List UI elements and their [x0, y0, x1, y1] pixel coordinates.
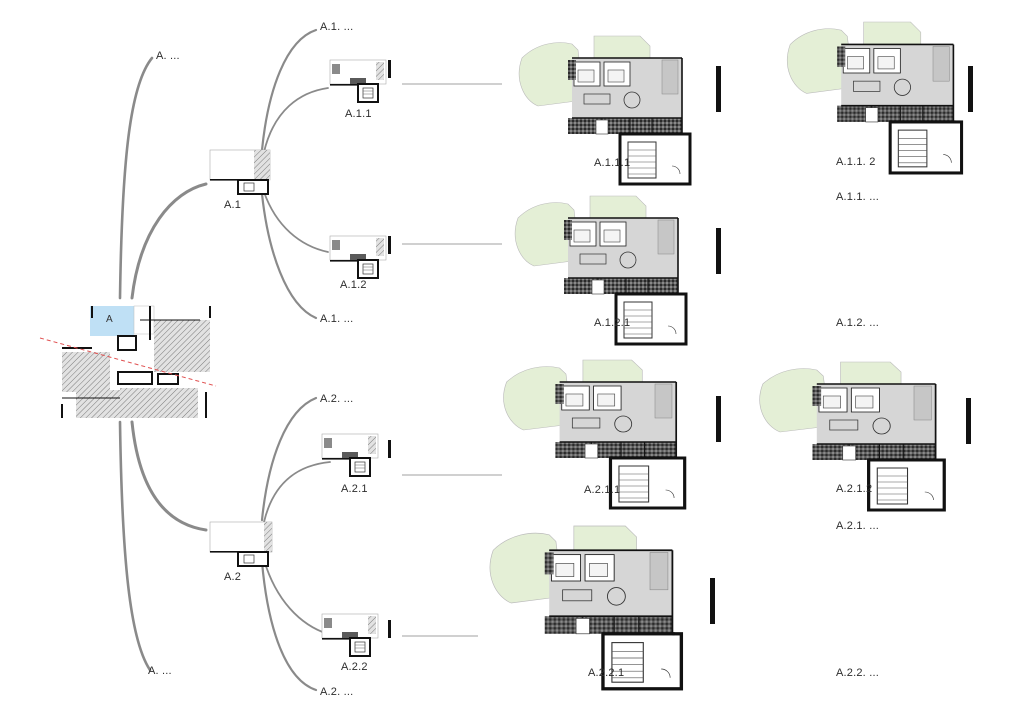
plan-label-a21-more[interactable]: A.2.1. ...	[836, 520, 879, 532]
floorplan-a221	[488, 524, 684, 691]
branch-label-a12[interactable]: A.1.2	[340, 279, 367, 291]
plan-label-a12-more[interactable]: A.1.2. ...	[836, 317, 879, 329]
plan-a1	[209, 149, 271, 195]
connector-lines	[402, 83, 502, 637]
branch-label-a1-more-top[interactable]: A.1. ...	[320, 21, 354, 33]
plan-label-a221[interactable]: A.2.2.1	[588, 667, 625, 679]
branch-a1-to-a11	[263, 87, 329, 153]
branch-label-a2-more-top[interactable]: A.2. ...	[320, 393, 354, 405]
thumb-a22	[321, 613, 379, 657]
unit-a-highlight	[90, 306, 134, 336]
thumb-a21	[321, 433, 379, 477]
branch-label-a2-more-bottom[interactable]: A.2. ...	[320, 686, 354, 698]
plan-label-a111[interactable]: A.1.1.1	[594, 157, 631, 169]
branch-a2-to-a22	[263, 559, 329, 635]
plan-label-a11-more[interactable]: A.1.1. ...	[836, 191, 879, 203]
branch-a2-to-a21	[263, 461, 331, 523]
plan-label-a22-more[interactable]: A.2.2. ...	[836, 667, 879, 679]
root-building-plan	[39, 305, 217, 418]
branch-label-a11[interactable]: A.1.1	[345, 108, 372, 120]
branch-root-to-a2	[130, 420, 208, 532]
branch-root-to-a-more-top	[118, 56, 154, 300]
plan-label-a121[interactable]: A.1.2.1	[594, 317, 631, 329]
branch-label-a21[interactable]: A.2.1	[341, 483, 368, 495]
branch-label-a2[interactable]: A.2	[224, 571, 242, 583]
plan-label-a212[interactable]: A.2.1.2	[836, 483, 873, 495]
branch-label-a-more-bottom[interactable]: A. ...	[148, 665, 172, 677]
branch-a1-to-a12	[263, 191, 329, 253]
branch-root-to-a-more-bottom	[118, 420, 152, 672]
floorplan-a1112	[785, 20, 964, 175]
thumb-a11	[329, 59, 387, 103]
root-unit-label: A	[106, 314, 113, 325]
branch-lines	[118, 28, 331, 692]
branch-a1-to-more-bottom	[260, 192, 318, 320]
branch-label-a22[interactable]: A.2.2	[341, 661, 368, 673]
branch-label-a1-more-bottom[interactable]: A.1. ...	[320, 313, 354, 325]
plan-a2	[209, 521, 273, 567]
branch-label-a-more-top[interactable]: A. ...	[156, 50, 180, 62]
branch-label-a1[interactable]: A.1	[224, 199, 242, 211]
branch-a1-to-more-top	[260, 28, 318, 152]
branch-root-to-a1	[130, 182, 208, 300]
branch-a2-to-more-bottom	[260, 560, 318, 692]
branch-a2-to-more-top	[260, 396, 318, 522]
plan-label-a1112[interactable]: A.1.1. 2	[836, 156, 876, 168]
thumb-a12	[329, 235, 387, 279]
plan-label-a211[interactable]: A.2.1.1	[584, 484, 621, 496]
cut-line	[39, 337, 217, 387]
